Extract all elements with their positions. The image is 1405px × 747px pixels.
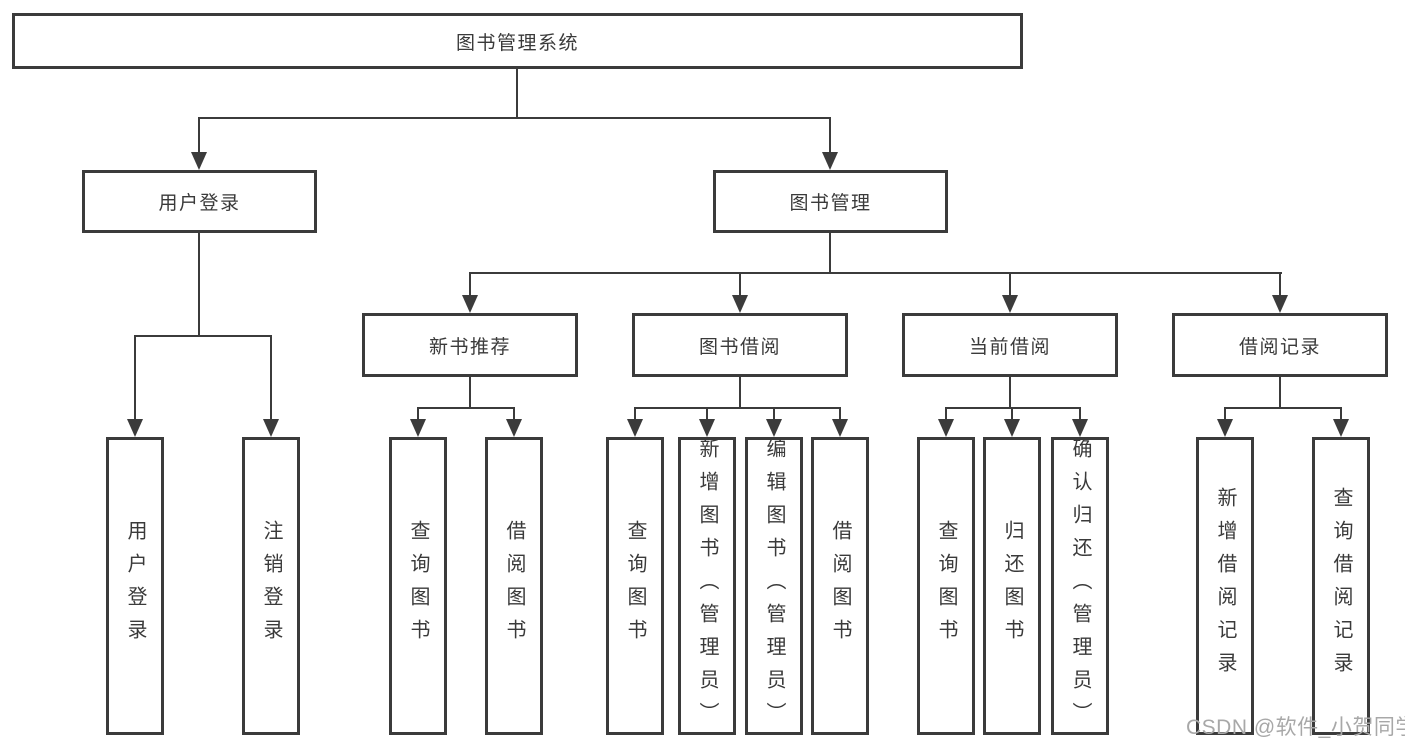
connector-vline (634, 407, 636, 421)
connector-arrowhead (1333, 419, 1349, 437)
connector-vline (1279, 377, 1281, 409)
node-book-borrowing: 图书借阅 (632, 313, 848, 377)
connector-vline (1011, 407, 1013, 421)
connector-vline (417, 407, 419, 421)
connector-vline (516, 69, 518, 119)
node-user-login-branch: 用户登录 (82, 170, 317, 233)
leaf-nbr-query-books: 查询图书 (389, 437, 447, 735)
leaf-bb-query-books: 查询图书 (606, 437, 664, 735)
connector-arrowhead (410, 419, 426, 437)
connector-vline (739, 377, 741, 409)
node-library-management-system: 图书管理系统 (12, 13, 1023, 69)
connector-hline (134, 335, 272, 337)
connector-arrowhead (732, 295, 748, 313)
connector-arrowhead (263, 419, 279, 437)
connector-arrowhead (191, 152, 207, 170)
connector-arrowhead (699, 419, 715, 437)
leaf-bb-borrow-books: 借阅图书 (811, 437, 869, 735)
connector-arrowhead (506, 419, 522, 437)
watermark: CSDN @软件_小贺同学 (1186, 716, 1405, 739)
leaf-bb-edit-books-admin: 编辑图书（管理员） (745, 437, 803, 735)
connector-hline (469, 272, 1282, 274)
connector-hline (198, 117, 831, 119)
leaf-logout: 注销登录 (242, 437, 300, 735)
connector-vline (829, 117, 831, 153)
connector-arrowhead (1217, 419, 1233, 437)
leaf-cb-confirm-return-admin: 确认归还（管理员） (1051, 437, 1109, 735)
connector-vline (739, 272, 741, 296)
node-current-borrowing: 当前借阅 (902, 313, 1118, 377)
node-new-book-recommend: 新书推荐 (362, 313, 578, 377)
connector-arrowhead (938, 419, 954, 437)
connector-hline (417, 407, 515, 409)
connector-hline (1224, 407, 1342, 409)
connector-hline (945, 407, 1081, 409)
connector-vline (469, 272, 471, 296)
connector-hline (634, 407, 841, 409)
connector-arrowhead (127, 419, 143, 437)
leaf-br-query-borrow-record: 查询借阅记录 (1312, 437, 1370, 735)
connector-vline (1279, 272, 1281, 296)
connector-vline (1340, 407, 1342, 421)
node-borrowing-records: 借阅记录 (1172, 313, 1388, 377)
connector-arrowhead (1072, 419, 1088, 437)
connector-vline (1224, 407, 1226, 421)
leaf-cb-return-books: 归还图书 (983, 437, 1041, 735)
node-book-management: 图书管理 (713, 170, 948, 233)
connector-vline (1009, 377, 1011, 409)
connector-vline (773, 407, 775, 421)
connector-arrowhead (1004, 419, 1020, 437)
connector-vline (134, 335, 136, 421)
connector-vline (270, 335, 272, 421)
connector-arrowhead (462, 295, 478, 313)
leaf-cb-query-books: 查询图书 (917, 437, 975, 735)
connector-vline (839, 407, 841, 421)
connector-arrowhead (766, 419, 782, 437)
leaf-br-add-borrow-record: 新增借阅记录 (1196, 437, 1254, 735)
connector-vline (198, 233, 200, 337)
leaf-nbr-borrow-books: 借阅图书 (485, 437, 543, 735)
connector-vline (945, 407, 947, 421)
connector-arrowhead (1272, 295, 1288, 313)
leaf-user-login: 用户登录 (106, 437, 164, 735)
leaf-bb-add-books-admin: 新增图书（管理员） (678, 437, 736, 735)
connector-vline (198, 117, 200, 153)
connector-vline (829, 233, 831, 274)
connector-vline (706, 407, 708, 421)
connector-arrowhead (627, 419, 643, 437)
connector-vline (1079, 407, 1081, 421)
connector-arrowhead (822, 152, 838, 170)
connector-vline (469, 377, 471, 409)
connector-arrowhead (1002, 295, 1018, 313)
connector-arrowhead (832, 419, 848, 437)
connector-vline (513, 407, 515, 421)
connector-vline (1009, 272, 1011, 296)
